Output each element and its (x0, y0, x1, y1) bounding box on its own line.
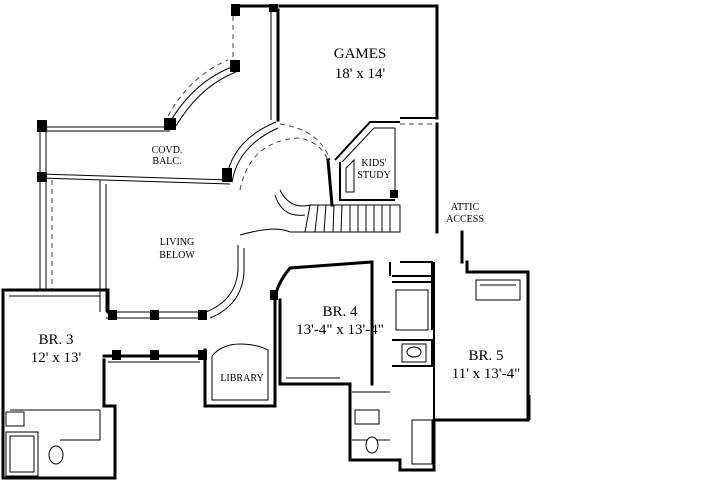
br4-label: BR. 4 (322, 304, 358, 320)
kids-study (334, 121, 400, 201)
games-label: GAMES (334, 46, 387, 62)
br4-size: 13'-4" x 13'-4" (296, 322, 384, 338)
living-below-label-2: BELOW (159, 250, 195, 261)
library (203, 260, 374, 408)
games-size: 18' x 14' (335, 66, 386, 82)
kids-study-label-1: KIDS' (361, 158, 386, 169)
br3-label: BR. 3 (38, 332, 73, 348)
curved-stair-hall (205, 121, 401, 319)
covered-balcony (37, 59, 240, 290)
library-label: LIBRARY (220, 373, 263, 384)
stair-treads (304, 204, 391, 233)
kids-study-label-2: STUDY (357, 170, 390, 181)
attic-access-label-1: ATTIC (451, 202, 480, 213)
covd-balc-label-1: COVD. (152, 145, 183, 156)
br5-label: BR. 5 (468, 348, 503, 364)
living-below-label-1: LIVING (160, 237, 194, 248)
covd-balc-label-2: BALC. (152, 156, 181, 167)
bedroom-5 (432, 260, 531, 472)
bedroom-4 (278, 260, 434, 472)
br3-size: 12' x 13' (31, 350, 82, 366)
games-room (231, 4, 439, 125)
bedroom-3 (1, 288, 207, 480)
attic-wall (435, 122, 464, 264)
br5-size: 11' x 13'-4" (452, 366, 520, 382)
attic-access-label-2: ACCESS (446, 214, 484, 225)
